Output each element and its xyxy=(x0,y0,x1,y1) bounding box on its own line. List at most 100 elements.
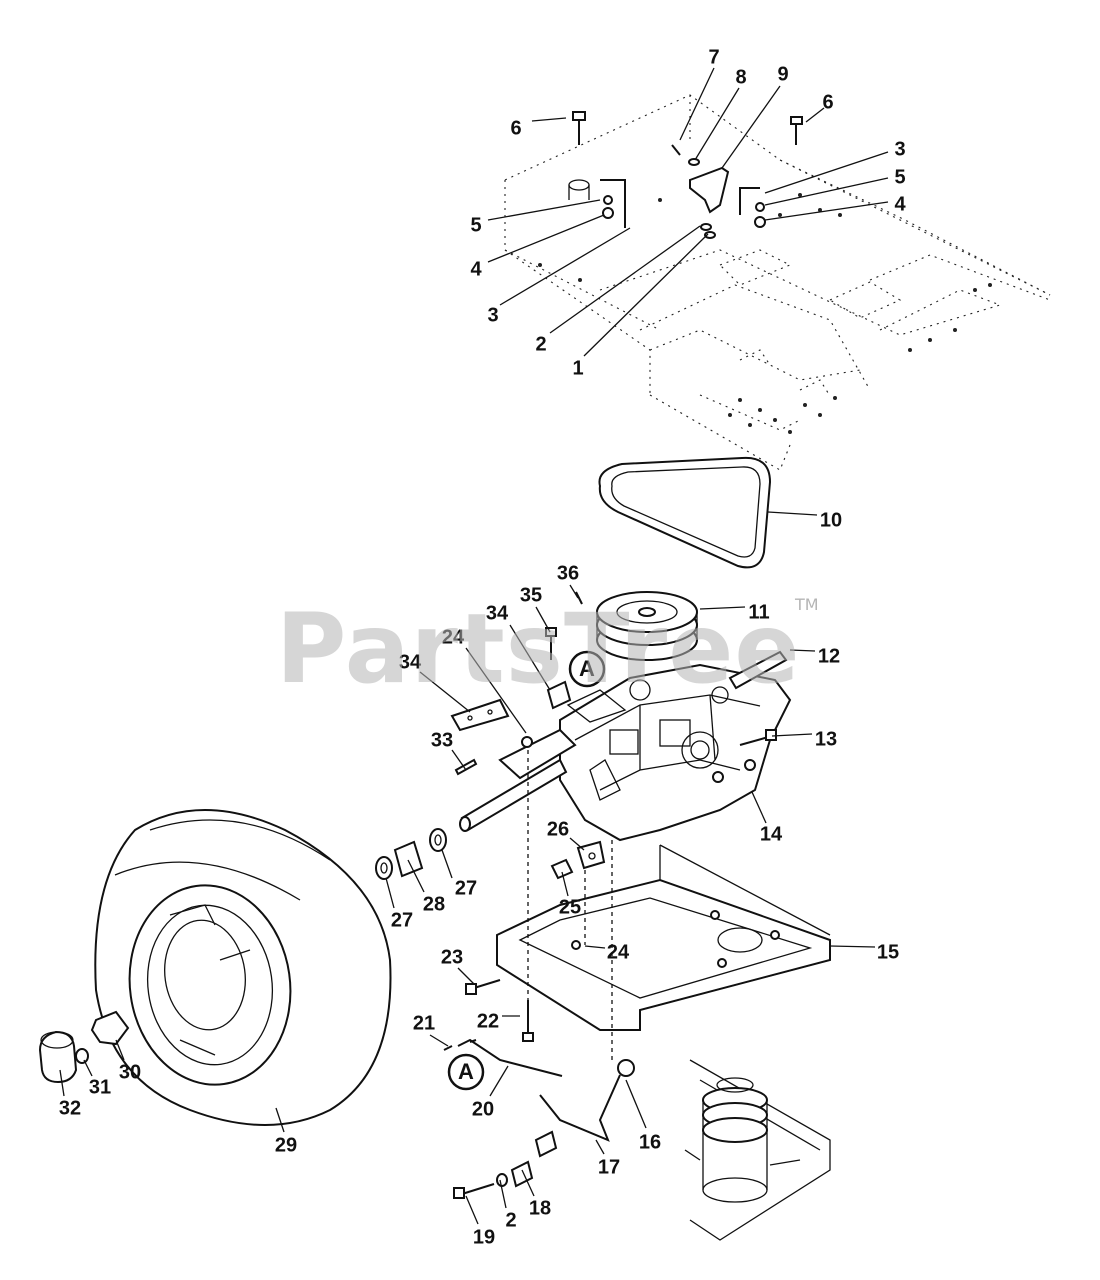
leader-line xyxy=(499,227,631,306)
part-label: 36 xyxy=(557,562,579,584)
transmission-pulley xyxy=(596,591,698,661)
part-label: 22 xyxy=(477,1010,499,1032)
part-label: 7 xyxy=(708,46,719,68)
leader-line xyxy=(451,749,467,771)
part-label: 11 xyxy=(748,601,769,623)
part-label: 34 xyxy=(486,602,509,624)
part-label: 34 xyxy=(399,651,422,673)
leader-line xyxy=(583,233,709,357)
leader-line xyxy=(679,67,715,141)
drive-belt xyxy=(598,456,772,569)
leader-line xyxy=(487,214,605,263)
transaxle-hardware xyxy=(450,591,583,776)
part-label: 3 xyxy=(487,304,498,326)
part-label: 27 xyxy=(391,909,413,931)
leader-line xyxy=(764,177,889,206)
part-label: 4 xyxy=(470,258,482,280)
leader-line xyxy=(407,859,425,893)
part-label: 25 xyxy=(559,896,581,918)
upper-hardware xyxy=(568,111,803,239)
part-label: 4 xyxy=(894,193,906,215)
alignment-lines xyxy=(527,750,613,1060)
leader-line xyxy=(767,511,818,516)
leader-line xyxy=(771,733,813,737)
leader-line xyxy=(561,871,569,897)
part-label: 1 xyxy=(572,357,583,379)
part-label: 12 xyxy=(818,645,840,667)
part-label: 3 xyxy=(894,138,905,160)
leader-line xyxy=(457,967,475,985)
leader-line xyxy=(764,201,889,221)
part-label: 14 xyxy=(760,823,783,845)
leader-line xyxy=(83,1059,93,1077)
leader-line xyxy=(549,225,701,334)
leader-line xyxy=(531,117,567,122)
part-label: 6 xyxy=(510,117,521,139)
control-linkage xyxy=(443,1038,635,1199)
leader-line xyxy=(385,877,395,909)
part-label: 10 xyxy=(820,509,842,531)
plate-bolts xyxy=(465,979,534,1042)
axle-hardware xyxy=(375,828,606,880)
watermark-trademark: TM xyxy=(794,595,819,614)
leader-line xyxy=(465,647,527,734)
part-label: 6 xyxy=(822,91,833,113)
leader-line xyxy=(625,1079,647,1129)
part-label: 5 xyxy=(470,214,481,236)
transaxle xyxy=(459,650,792,842)
watermark: PartsTree TM xyxy=(276,593,819,705)
part-label: 31 xyxy=(89,1076,111,1098)
leader-line xyxy=(115,1039,125,1061)
leader-line xyxy=(419,671,471,713)
part-label: 33 xyxy=(431,729,453,751)
wheel-hardware xyxy=(38,1010,130,1084)
frame-assembly xyxy=(504,94,1051,471)
leader-line xyxy=(699,606,746,610)
part-label: 20 xyxy=(472,1098,494,1120)
part-label: 21 xyxy=(413,1012,435,1034)
leader-line xyxy=(521,1169,535,1197)
part-label: 2 xyxy=(505,1209,516,1231)
leader-line xyxy=(829,945,876,948)
leader-line xyxy=(595,1139,605,1155)
leader-lines xyxy=(59,67,889,1225)
leader-line xyxy=(694,87,740,161)
leader-line xyxy=(499,1179,507,1209)
rear-wheel xyxy=(94,809,392,1126)
leader-line xyxy=(509,624,551,691)
leader-line xyxy=(429,1034,449,1047)
callout-A-lower: A xyxy=(447,1053,485,1091)
transaxle-mount-plate xyxy=(496,844,831,1031)
part-label: 29 xyxy=(275,1134,297,1156)
leader-line xyxy=(751,791,767,824)
watermark-brand: PartsTree xyxy=(276,593,800,705)
leader-line xyxy=(805,107,825,123)
part-label: 30 xyxy=(119,1061,141,1083)
callout-A-upper: A xyxy=(568,650,606,688)
leader-line xyxy=(465,1195,479,1225)
leader-line xyxy=(441,849,453,879)
leader-line xyxy=(275,1107,285,1133)
part-label: 26 xyxy=(547,818,569,840)
part-label: 32 xyxy=(59,1097,81,1119)
part-label: 9 xyxy=(777,63,788,85)
callout-circle xyxy=(447,1053,485,1091)
callout-letter: A xyxy=(579,656,595,681)
leader-line xyxy=(489,1065,509,1097)
part-label: 24 xyxy=(442,626,465,648)
part-label: 35 xyxy=(520,584,542,606)
part-label: 18 xyxy=(529,1197,551,1219)
part-label: 23 xyxy=(441,946,463,968)
reference-callouts: AA xyxy=(447,650,606,1091)
leader-line xyxy=(789,649,816,652)
callout-circle xyxy=(568,650,606,688)
part-label: 24 xyxy=(607,941,630,963)
part-label: 28 xyxy=(423,893,445,915)
leader-line xyxy=(59,1069,65,1097)
part-label: 15 xyxy=(877,941,899,963)
part-label: 27 xyxy=(455,877,477,899)
leader-line xyxy=(569,584,579,599)
part-label: 8 xyxy=(735,66,746,88)
